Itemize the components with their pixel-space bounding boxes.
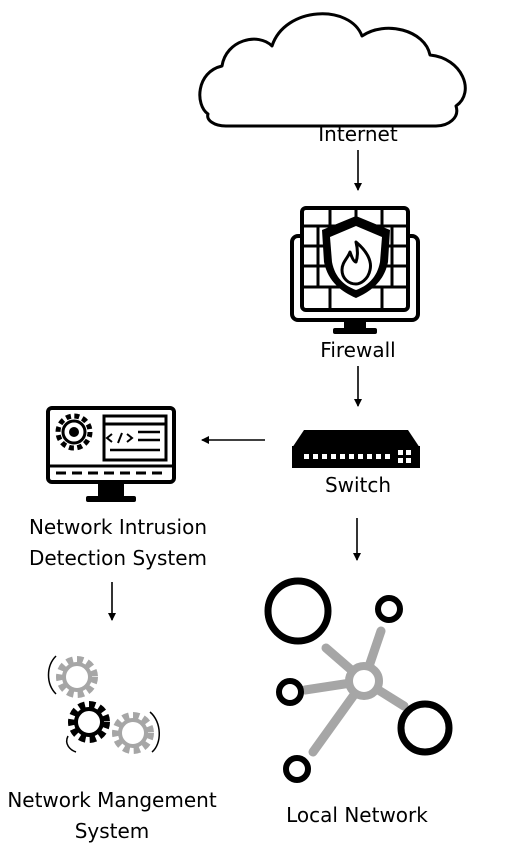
- switch-label: Switch: [324, 473, 392, 497]
- nms-label-line1: Network Mangement: [7, 788, 217, 812]
- cloud-icon: [198, 12, 467, 128]
- nids-label-line2: Detection System: [28, 546, 208, 570]
- firewall-label: Firewall: [320, 338, 396, 362]
- nids-label-line1: Network Intrusion: [28, 515, 208, 539]
- network-nodes-icon: [264, 577, 453, 783]
- code-monitor-gear-icon: [46, 406, 176, 502]
- local-network-label: Local Network: [286, 803, 428, 827]
- internet-label: Internet: [318, 122, 398, 146]
- network-switch-icon: [292, 430, 420, 468]
- nms-label-line2: System: [74, 819, 150, 843]
- firewall-monitor-icon: [290, 206, 420, 334]
- gears-icon: [47, 655, 160, 754]
